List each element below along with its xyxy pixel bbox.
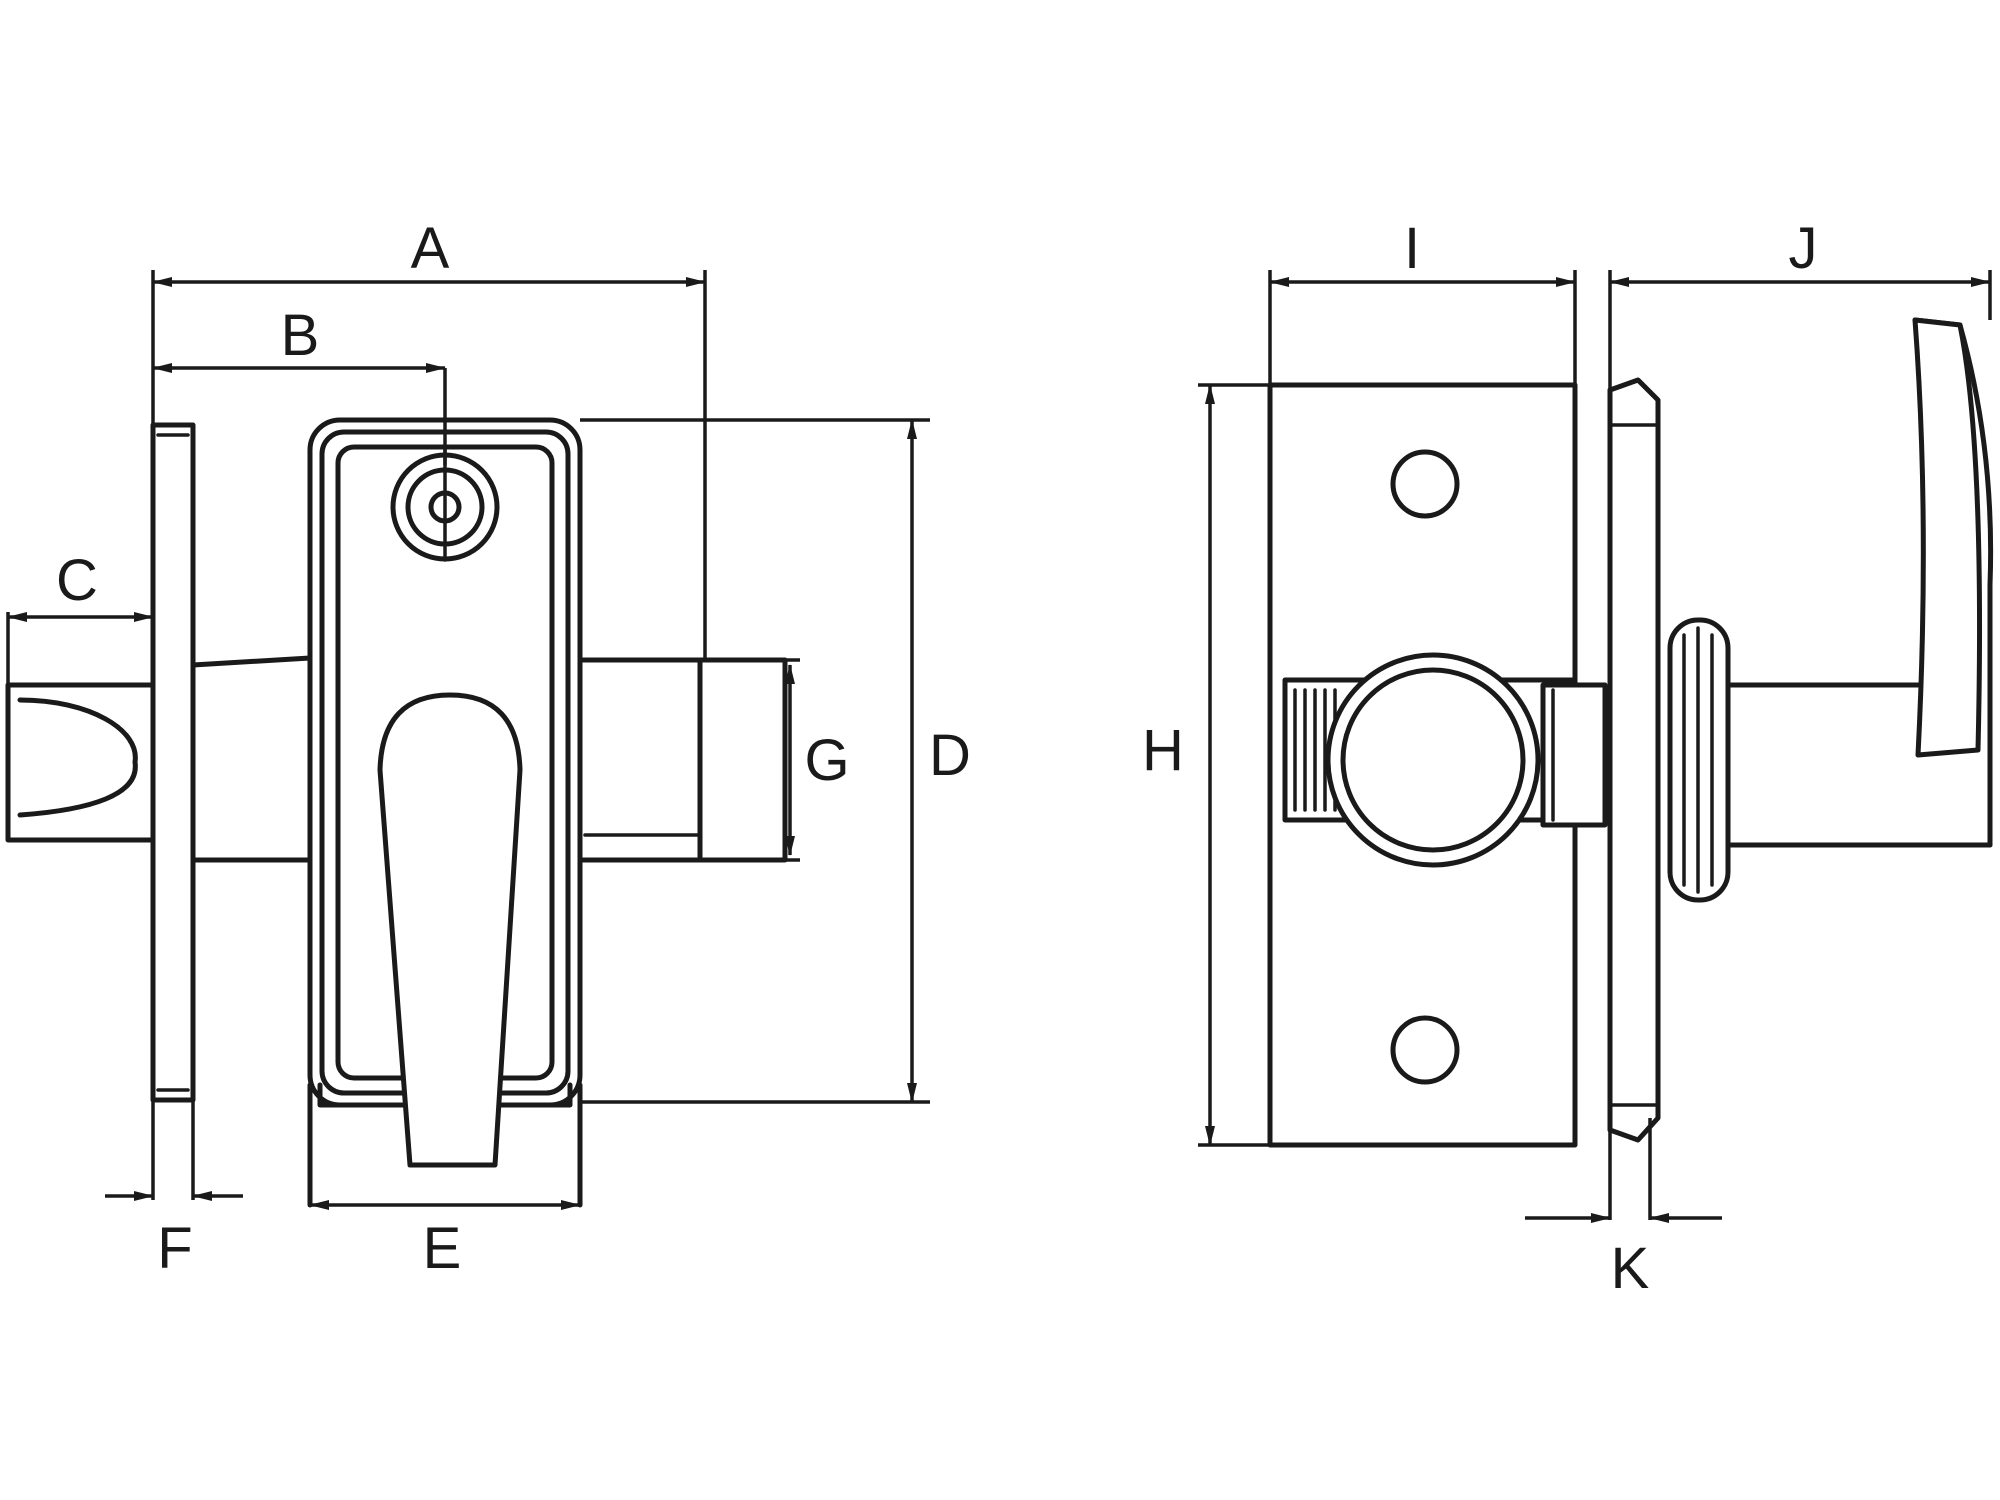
dimension-e: E bbox=[309, 1200, 581, 1281]
knob-icon bbox=[1325, 652, 1541, 868]
label-j: J bbox=[1789, 216, 1818, 281]
dimension-b: B bbox=[152, 303, 447, 465]
dimension-h: H bbox=[1142, 383, 1270, 1147]
dimension-f: F bbox=[105, 1100, 243, 1281]
label-b: B bbox=[281, 303, 320, 368]
label-k: K bbox=[1611, 1236, 1650, 1301]
dimension-c: C bbox=[6, 548, 154, 685]
dimension-i: I bbox=[1268, 216, 1577, 385]
spindle-left bbox=[190, 655, 313, 863]
dimension-a: A bbox=[151, 216, 707, 660]
latch-bolt bbox=[5, 682, 156, 843]
dimension-j: J bbox=[1608, 216, 1992, 1220]
mounting-plate bbox=[150, 422, 196, 1103]
front-view: A B C D G E bbox=[5, 216, 971, 1281]
label-g: G bbox=[804, 728, 849, 793]
handle-side-icon bbox=[1725, 317, 1994, 848]
handle-lever-icon bbox=[377, 692, 523, 1168]
rosette bbox=[1667, 617, 1731, 903]
label-c: C bbox=[56, 548, 98, 613]
label-f: F bbox=[157, 1216, 192, 1281]
side-view: H I J K bbox=[1142, 216, 1994, 1301]
label-i: I bbox=[1404, 216, 1420, 281]
label-a: A bbox=[411, 216, 450, 281]
label-e: E bbox=[423, 1216, 462, 1281]
cover-plate bbox=[1607, 377, 1661, 1143]
dimension-g: G bbox=[785, 658, 850, 862]
rear-bar bbox=[577, 657, 788, 863]
dimension-k: K bbox=[1525, 1118, 1722, 1301]
label-h: H bbox=[1142, 718, 1184, 783]
dimension-d: D bbox=[580, 418, 971, 1104]
collar bbox=[1540, 682, 1608, 828]
label-d: D bbox=[929, 723, 971, 788]
